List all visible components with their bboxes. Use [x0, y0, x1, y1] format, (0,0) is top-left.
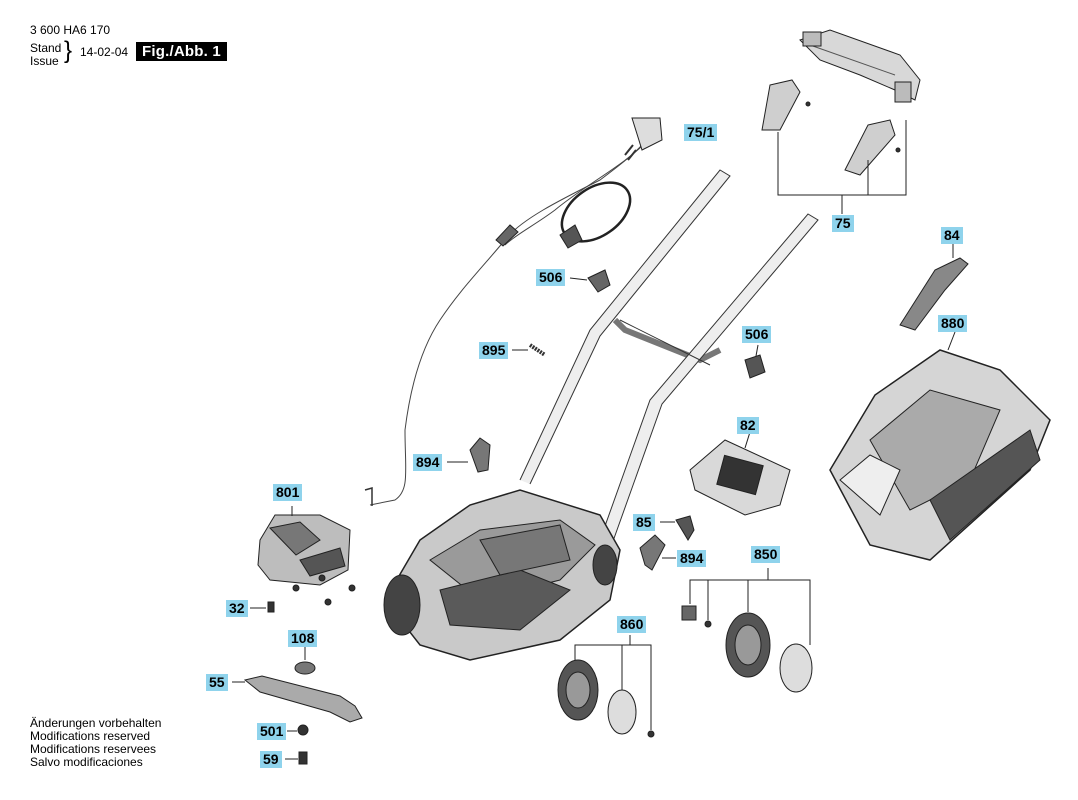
notice-fr: Modifications reservees [30, 742, 157, 756]
screw-32 [250, 601, 275, 613]
knob-506-upper [569, 269, 611, 293]
issue-label: Issue [30, 54, 59, 68]
part-label-59: 59 [260, 751, 282, 768]
part-label-880: 880 [938, 315, 968, 332]
bolt-59 [285, 751, 308, 765]
spring-895 [512, 343, 547, 357]
part-label-75-1: 75/1 [684, 124, 718, 141]
lever-894-right [639, 534, 676, 571]
knob-506-right [744, 344, 766, 379]
motor-801 [257, 506, 356, 606]
part-label-860: 860 [617, 616, 647, 633]
wheel-set-850 [681, 568, 813, 693]
brace-symbol: } [64, 37, 73, 64]
part-label-506-right: 506 [742, 326, 772, 343]
notice-en: Modifications reserved [30, 729, 151, 743]
grass-box-880 [829, 331, 1051, 561]
part-label-82: 82 [737, 417, 759, 434]
handle-clamps [761, 79, 901, 176]
part-label-75: 75 [832, 215, 854, 232]
part-label-895: 895 [479, 342, 509, 359]
part-85 [660, 515, 695, 541]
washer-108 [294, 646, 316, 675]
handle-top-bar [799, 29, 921, 103]
leader-75 [777, 120, 907, 214]
handle-tubes [519, 169, 819, 545]
grip-84 [899, 244, 969, 331]
document-number: 3 600 HA6 170 [30, 23, 111, 37]
part-label-501: 501 [257, 723, 287, 740]
notice-es: Salvo modificaciones [30, 755, 143, 769]
part-label-894-right: 894 [677, 550, 707, 567]
part-label-85: 85 [633, 514, 655, 531]
part-label-506-upper: 506 [536, 269, 566, 286]
part-label-894-upper: 894 [413, 454, 443, 471]
part-label-801: 801 [273, 484, 303, 501]
nut-501 [287, 724, 309, 736]
lever-894-upper [447, 437, 491, 473]
figure-label: Fig./Abb. 1 [136, 42, 227, 61]
part-label-850: 850 [751, 546, 781, 563]
mower-housing [383, 489, 621, 661]
part-label-55: 55 [206, 674, 228, 691]
part-label-84: 84 [941, 227, 963, 244]
part-label-32: 32 [226, 600, 248, 617]
blade-55 [232, 675, 363, 723]
issue-date: 14-02-04 [80, 45, 129, 59]
notice-de: Änderungen vorbehalten [30, 716, 162, 730]
cover-82 [689, 431, 791, 516]
stand-label: Stand [30, 41, 62, 55]
power-cable [364, 117, 663, 506]
wheel-set-860 [557, 635, 655, 738]
part-label-108: 108 [288, 630, 318, 647]
